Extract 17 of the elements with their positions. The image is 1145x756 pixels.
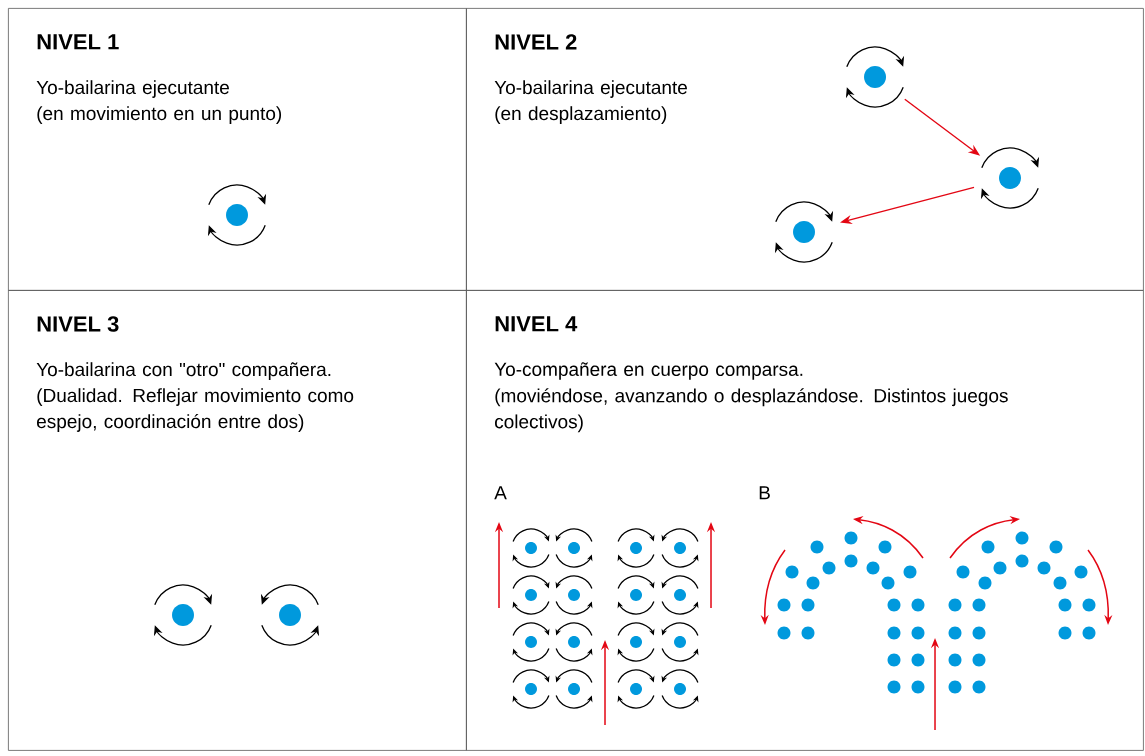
group-label: B: [759, 486, 770, 500]
description-text: (moviéndose, avanzando o desplazándose. Distintos juegos colectivos): [495, 388, 1008, 433]
dancer-icon: [774, 201, 834, 263]
description-text: Yo-bailarina ejecutante: [494, 80, 687, 98]
group-label: A: [494, 486, 507, 500]
description-text: (en desplazamiento): [495, 106, 667, 124]
level-heading: NIVEL 4: [495, 316, 578, 332]
level-heading: NIVEL 2: [495, 34, 577, 50]
description-text: (Dualidad. Reflejar movimiento como espejo, coordinación entre dos): [37, 388, 354, 432]
description-text: Yo-bailarina con "otro" compañera.: [36, 362, 331, 380]
dancer-icon: [845, 46, 905, 108]
level-heading: NIVEL 3: [37, 316, 119, 332]
dancer-icon: [980, 147, 1040, 209]
level-heading: NIVEL 1: [37, 34, 119, 50]
description-text: (en movimiento en un punto): [37, 106, 282, 124]
description-text: Yo-bailarina ejecutante: [36, 80, 229, 98]
description-text: Yo-compañera en cuerpo comparsa.: [494, 362, 803, 380]
